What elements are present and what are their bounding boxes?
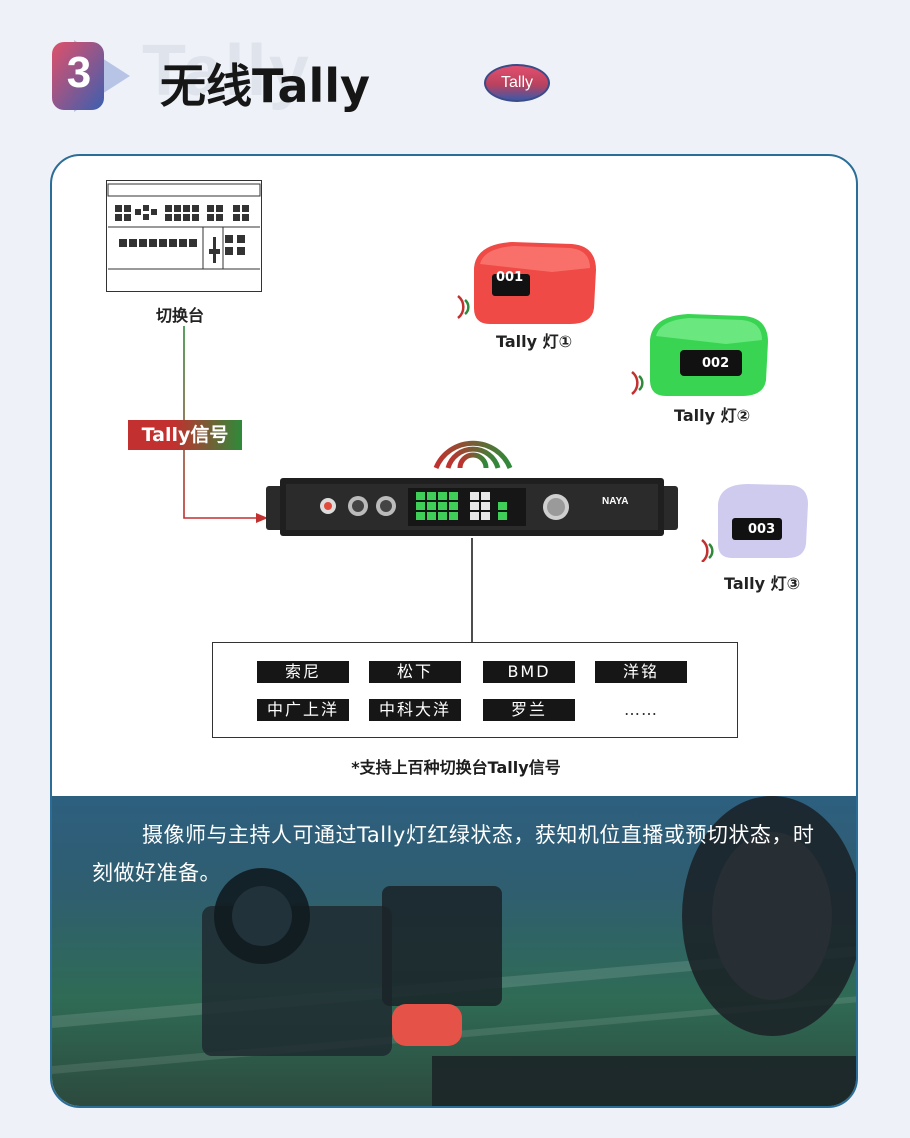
- tally-light-2: [631, 314, 768, 396]
- tally-light-3-display: 003: [748, 522, 776, 537]
- brand-tag: BMD: [483, 661, 575, 683]
- brand-tag: 洋铭: [595, 661, 687, 683]
- section-number: 3: [66, 48, 92, 97]
- camera-operator-photo: 摄像师与主持人可通过Tally灯红绿状态，获知机位直播或预切状态，时刻做好准备。: [52, 796, 856, 1106]
- description-text: 摄像师与主持人可通过Tally灯红绿状态，获知机位直播或预切状态，时刻做好准备。: [92, 823, 815, 885]
- switcher-panel-icon: [107, 183, 261, 270]
- camera-scene-illustration: [52, 796, 856, 1106]
- tally-light-3: [701, 484, 808, 562]
- tally-light-1-label: Tally 灯①: [496, 332, 573, 351]
- switcher-illustration: [106, 180, 262, 292]
- tally-logo-chip: Tally: [484, 64, 550, 102]
- tally-signal-tag: Tally信号: [128, 420, 242, 450]
- device-brand-text: NAYA: [602, 496, 629, 507]
- switcher-label: 切换台: [156, 306, 205, 325]
- title-watermark: Tally: [142, 31, 311, 111]
- footnote: *支持上百种切换台Tally信号: [351, 758, 561, 777]
- section-number-badge: 3: [50, 38, 132, 114]
- brand-tag: 中广上洋: [257, 699, 349, 721]
- brand-tag: 中科大洋: [369, 699, 461, 721]
- brand-tag: 罗兰: [483, 699, 575, 721]
- connection-lines: [183, 326, 473, 642]
- brand-ellipsis: ……: [624, 700, 658, 719]
- tally-light-1: [457, 242, 596, 324]
- badge-arrow-icon: [52, 40, 130, 112]
- wireless-signal-icon: [433, 440, 513, 470]
- page-title: 无线Tally: [160, 59, 371, 113]
- signal-line: [183, 326, 258, 519]
- tally-light-2-label: Tally 灯②: [674, 406, 751, 425]
- diagram-card: 切换台 Tally信号: [50, 154, 858, 1108]
- brand-tag: 松下: [369, 661, 461, 683]
- signal-arrow-icon: [256, 513, 268, 523]
- tally-light-1-display: 001: [496, 270, 524, 285]
- tally-light-2-display: 002: [702, 356, 730, 371]
- tally-light-3-label: Tally 灯③: [724, 574, 801, 593]
- supported-brands-box: 索尼 松下 BMD 洋铭 中广上洋 中科大洋 罗兰 ……: [212, 642, 738, 738]
- tally-transmitter-device: NAYA: [266, 478, 678, 536]
- brand-tag: 索尼: [257, 661, 349, 683]
